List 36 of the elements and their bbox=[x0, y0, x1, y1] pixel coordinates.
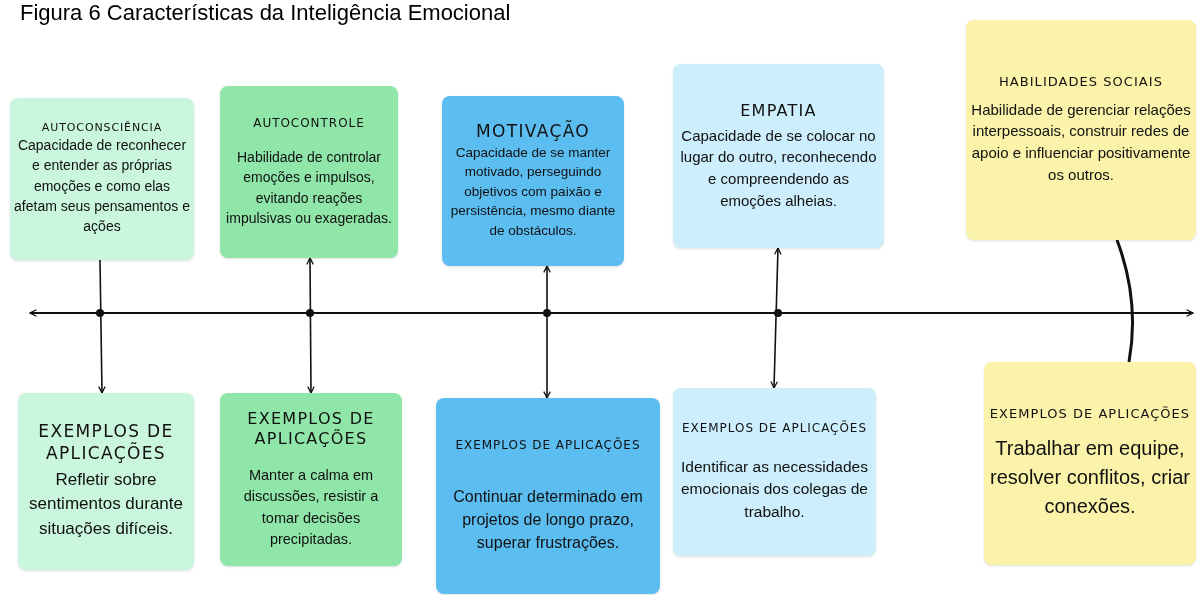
info-card bbox=[442, 96, 624, 266]
card-description: Habilidade de controlar emoções e impulsos, evitando reações impulsivas ou exageradas. bbox=[225, 147, 393, 228]
card-heading: MOTIVAÇÃO bbox=[475, 121, 591, 143]
card-description: Manter a calma em discussões, resistir a tomar decisões precipitadas. bbox=[242, 466, 380, 549]
card-heading: EXEMPLOS DE APLICAÇÕES bbox=[37, 421, 175, 464]
card-description: Identificar as necessidades emocionais dos colegas de trabalho. bbox=[680, 456, 869, 522]
card-description: Refletir sobre sentimentos durante situações difíceis. bbox=[27, 468, 184, 541]
info-card bbox=[673, 64, 884, 248]
card-heading: EMPATIA bbox=[740, 100, 817, 121]
card-heading: HABILIDADES SOCIAIS bbox=[999, 74, 1163, 91]
card-description: Trabalhar em equipe, resolver conflitos, criar conexões. bbox=[988, 436, 1192, 520]
info-card bbox=[436, 398, 660, 594]
card-description: Capacidade de reconhecer e entender as próprias emoções e como elas afetam seus pensamentos e ações bbox=[14, 136, 190, 237]
info-card bbox=[10, 98, 194, 260]
connector-line bbox=[1115, 239, 1135, 363]
info-card bbox=[966, 20, 1196, 240]
card-heading: AUTOCONSCIÊNCIA bbox=[41, 121, 163, 136]
info-card bbox=[984, 362, 1196, 565]
card-heading: EXEMPLOS DE APLICAÇÕES bbox=[682, 420, 867, 436]
arrow bbox=[98, 259, 106, 394]
arrow bbox=[543, 265, 551, 399]
card-description: Habilidade de gerenciar relações interpessoais, construir redes de apoio e influenciar positivamente os outros. bbox=[970, 99, 1192, 185]
info-card bbox=[673, 388, 876, 556]
card-heading: EXEMPLOS DE APLICAÇÕES bbox=[989, 405, 1191, 423]
info-card bbox=[220, 393, 402, 566]
card-heading: AUTOCONTROLE bbox=[253, 115, 365, 131]
card-description: Continuar determinado em projetos de longo prazo, superar frustrações. bbox=[452, 486, 644, 554]
arrow bbox=[770, 247, 782, 389]
arrow bbox=[306, 257, 315, 394]
info-card bbox=[18, 393, 194, 570]
card-description: Capacidade de se colocar no lugar do outro, reconhecendo e compreendendo as emoções alheias. bbox=[679, 125, 878, 211]
card-heading: EXEMPLOS DE APLICAÇÕES bbox=[455, 437, 641, 453]
card-heading: EXEMPLOS DE APLICAÇÕES bbox=[246, 409, 376, 450]
card-description: Capacidade de se manter motivado, perseguindo objetivos com paixão e persistência, mesmo diante de obstáculos. bbox=[449, 143, 617, 240]
info-card bbox=[220, 86, 398, 258]
figure-title: Figura 6 Características da Inteligência Emocional bbox=[20, 0, 511, 26]
